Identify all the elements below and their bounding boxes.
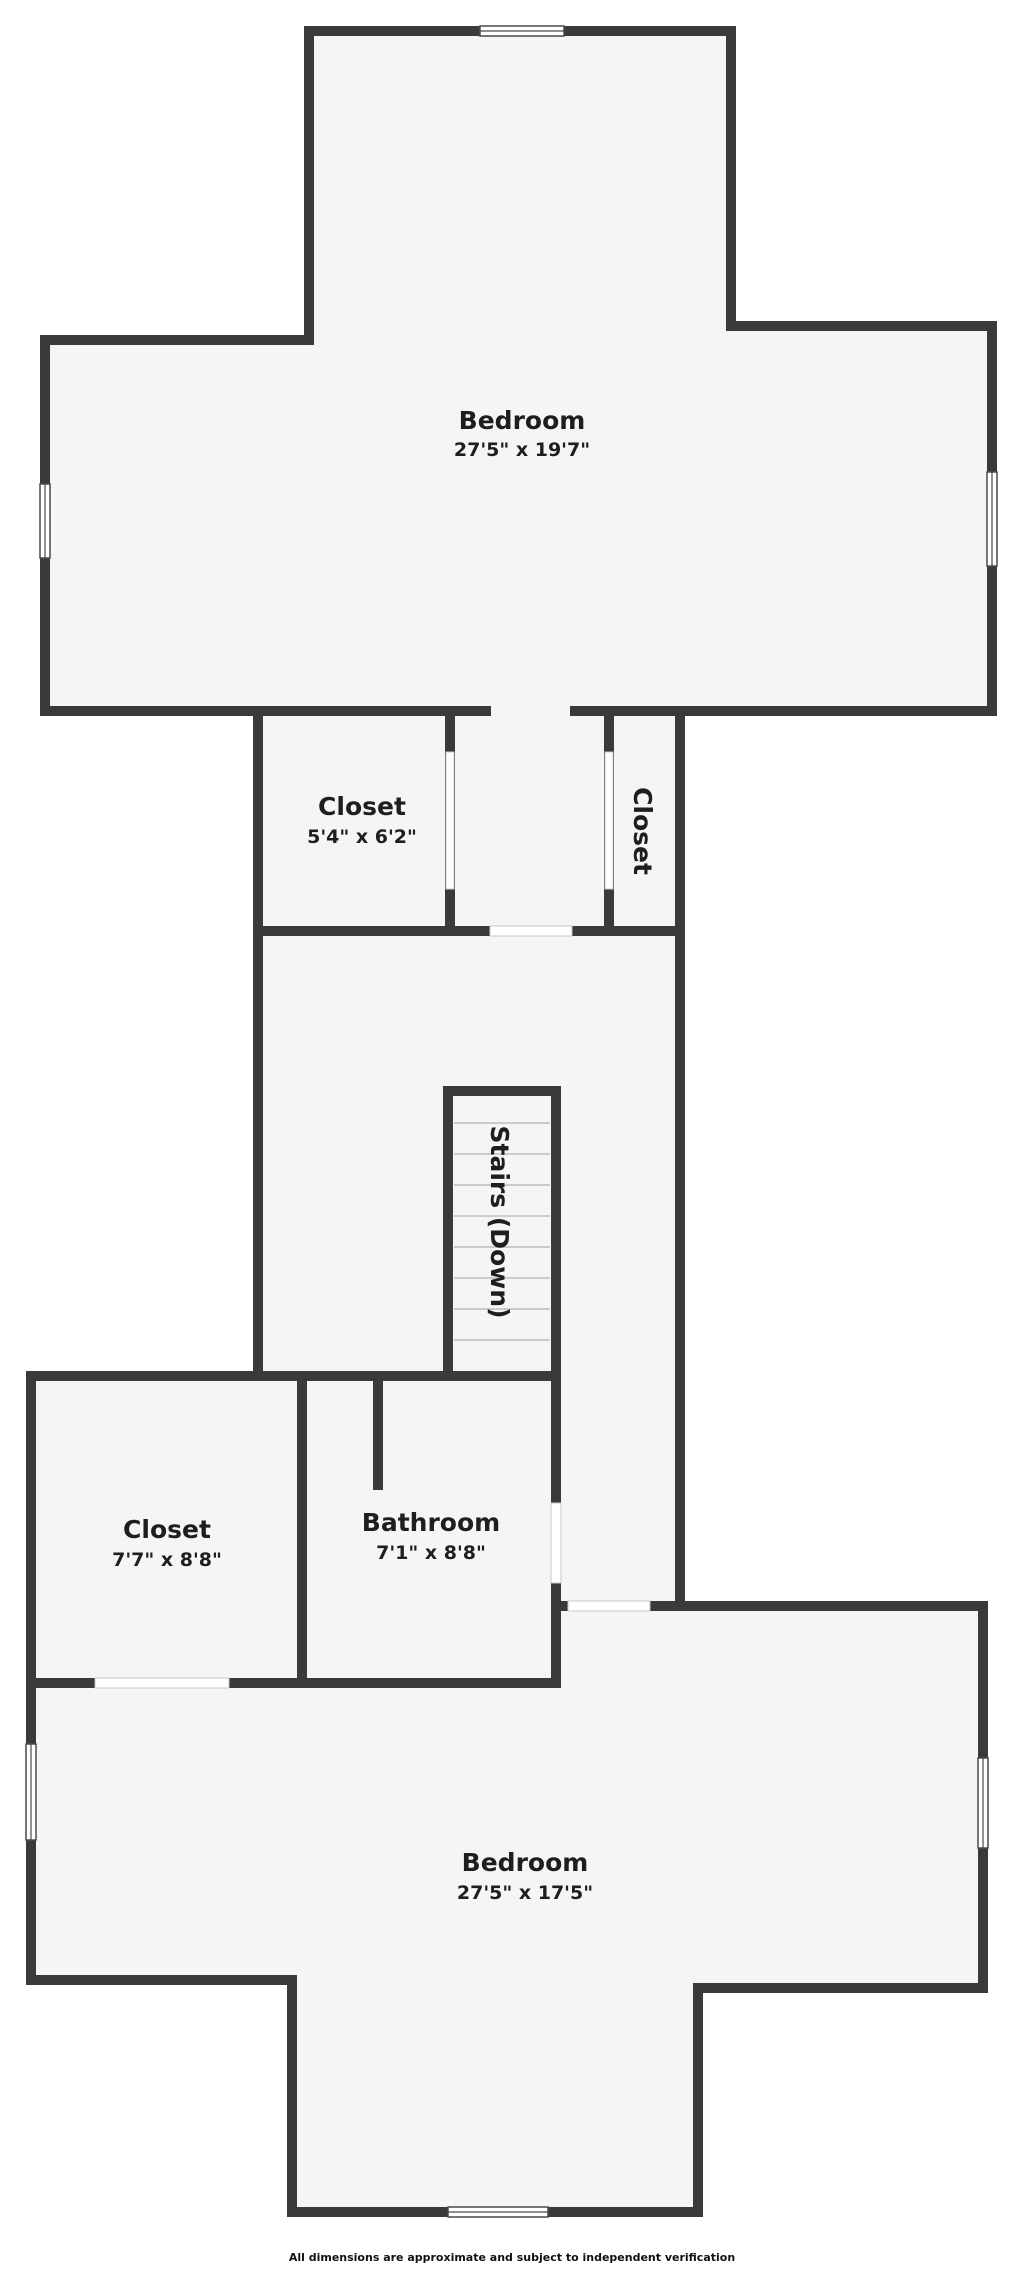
window-bottom-right	[977, 1757, 989, 1849]
closet-right-top-name: Closet	[628, 787, 657, 875]
stairs	[454, 1122, 550, 1341]
closet-left-top-dimensions: 5'4" x 6'2"	[307, 826, 417, 848]
bathroom-name: Bathroom	[362, 1508, 500, 1537]
door-closet-left-top	[445, 751, 455, 890]
closet-left-top-name: Closet	[318, 792, 406, 821]
door-closet-bottom	[94, 1677, 230, 1689]
disclaimer-text: All dimensions are approximate and subje…	[289, 2251, 735, 2264]
door-closet-right-top	[604, 751, 614, 890]
bathroom-floor	[302, 1376, 556, 1683]
stair-wall	[443, 1086, 561, 1688]
closet-right-top-floor	[606, 715, 678, 929]
window-bottom	[447, 2206, 549, 2218]
window-top-right	[986, 471, 998, 567]
floor-fills	[31, 32, 991, 2212]
bedroom-bottom-floor	[31, 1606, 983, 2212]
closet-left-top-floor	[258, 715, 450, 929]
bedroom-bottom-walls	[26, 1371, 988, 2217]
window-bottom-left	[25, 1743, 37, 1841]
hallway-floor	[258, 929, 678, 1381]
closet-bottom-floor	[31, 1376, 302, 1683]
window-top-left	[39, 483, 51, 559]
door-hall-top	[489, 925, 573, 937]
bedroom-top-floor	[45, 32, 991, 710]
windows	[25, 25, 998, 2218]
bedroom-bottom-dimensions: 27'5" x 17'5"	[457, 1882, 593, 1904]
door-hall-bottom	[567, 1600, 651, 1612]
doors	[94, 751, 651, 1689]
hallway-lower-floor	[556, 1371, 678, 1606]
stairs-name: Stairs (Down)	[485, 1126, 514, 1319]
bathroom-dimensions: 7'1" x 8'8"	[376, 1542, 486, 1564]
room-labels: Bedroom 27'5" x 19'7" Closet 5'4" x 6'2"…	[112, 406, 657, 1904]
closet-bottom-dimensions: 7'7" x 8'8"	[112, 1549, 222, 1571]
window-top	[479, 25, 565, 37]
hall-top-floor	[450, 705, 606, 929]
door-bathroom	[550, 1502, 562, 1584]
closet-bottom-name: Closet	[123, 1515, 211, 1544]
bedroom-bottom-name: Bedroom	[462, 1848, 589, 1877]
bedroom-top-dimensions: 27'5" x 19'7"	[454, 439, 590, 461]
bedroom-top-name: Bedroom	[459, 406, 586, 435]
